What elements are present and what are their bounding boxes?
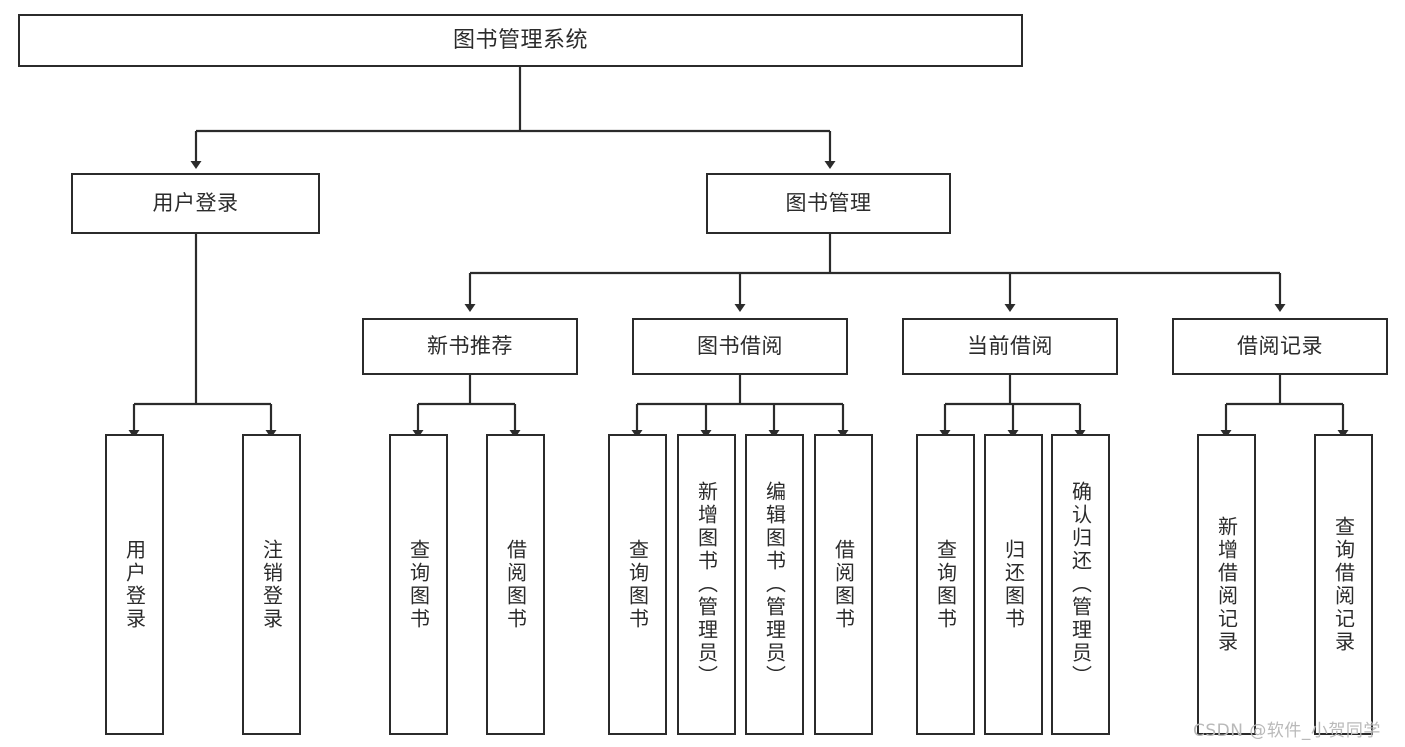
node-label: 查询图书 (933, 538, 958, 631)
node-label: 图书管理 (785, 191, 872, 216)
node-leaf-add-borrow-record[interactable]: 新增借阅记录 (1197, 434, 1256, 735)
node-label: 新增图书（管理员） (694, 481, 719, 688)
node-label: 查询图书 (406, 538, 431, 631)
node-book-management[interactable]: 图书管理 (706, 173, 951, 234)
node-label: 归还图书 (1001, 538, 1026, 631)
node-leaf-logout[interactable]: 注销登录 (242, 434, 301, 735)
node-label: 图书管理系统 (452, 27, 588, 53)
node-leaf-borrow-book-recommend[interactable]: 借阅图书 (486, 434, 545, 735)
node-user-login[interactable]: 用户登录 (71, 173, 320, 234)
node-leaf-confirm-return-admin[interactable]: 确认归还（管理员） (1051, 434, 1110, 735)
node-label: 用户登录 (122, 538, 147, 631)
node-current-borrow[interactable]: 当前借阅 (902, 318, 1118, 375)
node-label: 借阅图书 (503, 538, 528, 631)
node-leaf-add-book-admin[interactable]: 新增图书（管理员） (677, 434, 736, 735)
node-leaf-query-book-current[interactable]: 查询图书 (916, 434, 975, 735)
node-label: 查询图书 (625, 538, 650, 631)
node-label: 新书推荐 (427, 334, 513, 359)
node-book-borrow[interactable]: 图书借阅 (632, 318, 848, 375)
node-leaf-query-borrow-record[interactable]: 查询借阅记录 (1314, 434, 1373, 735)
node-root-book-management-system[interactable]: 图书管理系统 (18, 14, 1023, 67)
node-leaf-query-book-borrow[interactable]: 查询图书 (608, 434, 667, 735)
node-label: 当前借阅 (967, 334, 1053, 359)
node-label: 用户登录 (152, 191, 239, 216)
node-leaf-user-login[interactable]: 用户登录 (105, 434, 164, 735)
node-label: 查询借阅记录 (1331, 515, 1356, 654)
node-borrow-record[interactable]: 借阅记录 (1172, 318, 1388, 375)
node-leaf-edit-book-admin[interactable]: 编辑图书（管理员） (745, 434, 804, 735)
node-label: 借阅记录 (1237, 334, 1323, 359)
node-label: 注销登录 (259, 538, 284, 631)
node-leaf-return-book[interactable]: 归还图书 (984, 434, 1043, 735)
node-new-book-recommend[interactable]: 新书推荐 (362, 318, 578, 375)
node-label: 借阅图书 (831, 538, 856, 631)
node-label: 确认归还（管理员） (1068, 481, 1093, 688)
node-label: 编辑图书（管理员） (762, 481, 787, 688)
watermark-csdn: CSDN @软件_小贺同学 (1193, 721, 1381, 741)
node-label: 图书借阅 (697, 334, 783, 359)
node-leaf-borrow-book[interactable]: 借阅图书 (814, 434, 873, 735)
node-label: 新增借阅记录 (1214, 515, 1239, 654)
node-leaf-query-book-recommend[interactable]: 查询图书 (389, 434, 448, 735)
